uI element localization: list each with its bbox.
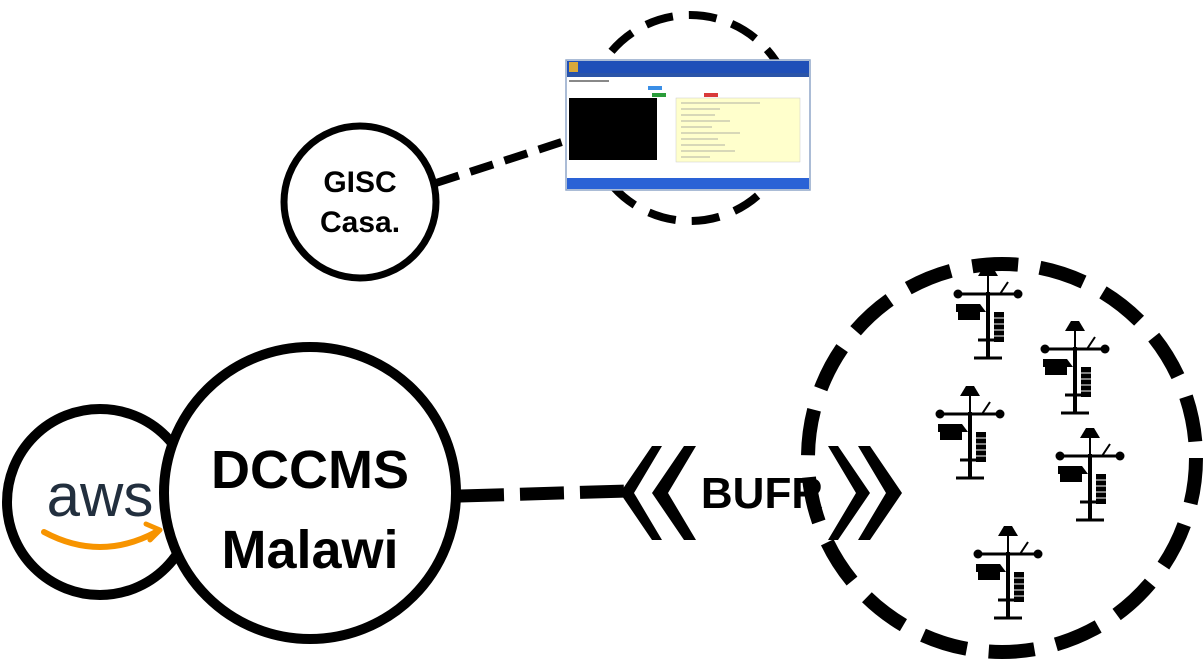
aws-smile-icon xyxy=(41,529,159,550)
gisc-node-circle xyxy=(280,122,440,282)
aws-smile-arrow-icon xyxy=(143,521,163,543)
bufr-right-chevrons-icon xyxy=(828,446,902,540)
bufr-link-line xyxy=(459,484,629,503)
portal-terminal-panel xyxy=(569,98,657,160)
bufr-label: BUFR xyxy=(701,469,823,518)
gisc-label-line2: Casa. xyxy=(320,206,400,239)
weather-station-icon xyxy=(1053,426,1127,522)
dccms-node-circle xyxy=(159,342,461,644)
weather-station-icon xyxy=(971,524,1045,620)
portal-result-lines xyxy=(681,102,760,158)
gisc-label-line1: GISC xyxy=(323,166,396,199)
stations-group xyxy=(933,264,1127,620)
gisc-link-line xyxy=(434,136,570,187)
bufr-left-chevrons-icon xyxy=(620,446,696,540)
portal-result-panel xyxy=(675,97,801,163)
portal-button-blue xyxy=(648,86,662,90)
portal-button-red xyxy=(704,93,718,97)
weather-station-icon xyxy=(933,384,1007,480)
stations-dashed-circle xyxy=(801,257,1203,659)
portal-header-bar xyxy=(567,61,809,73)
portal-nav-bar xyxy=(567,73,809,77)
weather-station-icon xyxy=(1038,319,1112,415)
weather-station-icon xyxy=(951,264,1025,360)
portal-button-green xyxy=(652,93,666,97)
dccms-label-line2: Malawi xyxy=(221,520,398,580)
web-portal-screenshot xyxy=(565,59,811,191)
portal-logo xyxy=(569,62,578,72)
portal-title-line xyxy=(569,80,609,82)
portal-footer-bar xyxy=(567,178,809,189)
aws-logo-text: aws xyxy=(47,462,154,529)
dccms-label-line1: DCCMS xyxy=(211,440,409,500)
